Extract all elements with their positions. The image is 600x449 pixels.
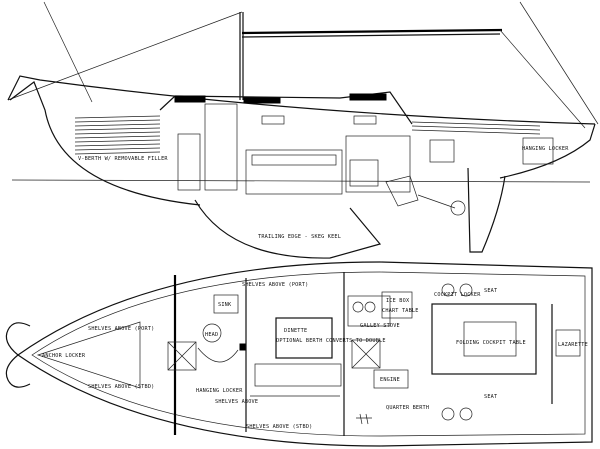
dinette-label: DINETTE	[284, 328, 307, 334]
profile-hanging-locker-box	[522, 137, 554, 165]
cabin-top	[159, 91, 413, 125]
profile-galley	[345, 135, 411, 193]
winch-port-1	[441, 283, 455, 297]
profile-keel-label: TRAILING EDGE - SKEG KEEL	[258, 234, 341, 240]
dinette-seat-stbd	[254, 363, 342, 387]
bow-stem	[9, 81, 201, 206]
galley-stove-label: GALLEY STOVE	[360, 323, 400, 329]
vberth-hatching	[74, 115, 161, 155]
ice-box	[381, 291, 413, 319]
forestay	[7, 11, 243, 101]
dinette-table	[275, 317, 333, 359]
profile-settee-back	[251, 154, 337, 166]
shelves-port-label: SHELVES ABOVE	[215, 399, 258, 405]
chart-table-label: CHART TABLE	[382, 308, 419, 314]
profile-vberth-label: V-BERTH W/ REMOVABLE FILLER	[78, 156, 168, 162]
head-fixture	[167, 341, 197, 371]
hull-outline	[16, 261, 593, 447]
head-sink-cabinet	[213, 294, 239, 314]
engine-label: ENGINE	[380, 377, 400, 383]
stove-burner-1	[352, 301, 364, 313]
companion-steps	[356, 413, 372, 425]
head-toilet	[202, 323, 222, 343]
plan-view: ANCHOR LOCKER SHELVES ABOVE (PORT) SHELV…	[5, 261, 593, 447]
quarter-berth-label: QUARTER BERTH	[386, 405, 429, 411]
lazarette-label: LAZARETTE	[558, 342, 588, 348]
winch-stbd-1	[441, 407, 455, 421]
boom-lower	[241, 33, 501, 38]
stern-line	[499, 123, 596, 179]
portlight	[261, 115, 285, 125]
seat-stbd-label: SEAT	[484, 394, 497, 400]
topping-lift	[519, 1, 599, 125]
head-label: HEAD	[205, 332, 218, 338]
deck-line	[31, 271, 586, 437]
winch-stbd-2	[459, 407, 473, 421]
profile-mast-bulkhead	[204, 103, 238, 191]
bow-pulpit-lower	[5, 354, 31, 388]
profile-view: V-BERTH W/ REMOVABLE FILLER HANGING LOCK…	[7, 1, 599, 259]
sheer-line	[7, 75, 596, 125]
engine-box	[373, 369, 409, 389]
profile-settee	[245, 149, 343, 195]
galley-counter	[347, 295, 391, 327]
stove-burner-2	[364, 301, 376, 313]
cockpit-locker-label: COCKPIT LOCKER	[434, 292, 481, 298]
prop-shaft	[417, 194, 456, 209]
dinette-note: OPTIONAL BERTH CONVERTS TO DOUBLE	[276, 338, 386, 344]
vberth	[36, 321, 141, 389]
backstay	[499, 29, 586, 129]
hanging-locker-label: HANGING LOCKER	[196, 388, 243, 394]
seat-port-label: SEAT	[484, 288, 497, 294]
shelves-main-stbd-label: SHELVES ABOVE (STBD)	[246, 424, 312, 430]
keel	[194, 199, 382, 259]
profile-cockpit-locker	[429, 139, 455, 163]
shelves-main-port-label: SHELVES ABOVE (PORT)	[242, 282, 308, 288]
cabin-window-aft	[349, 93, 387, 101]
profile-locker-fwd	[177, 133, 201, 191]
vberth-port-label: SHELVES ABOVE (PORT)	[88, 326, 154, 332]
cockpit-hatching	[411, 121, 541, 135]
cabin-window-mid	[243, 97, 281, 104]
ice-box-label: ICE BOX	[386, 298, 410, 304]
sink-label-fwd: SINK	[218, 302, 232, 308]
profile-stove	[349, 159, 379, 187]
winch-port-2	[459, 283, 473, 297]
waterline	[11, 179, 591, 183]
jib-stay	[43, 1, 93, 103]
lazarette-hatch	[555, 329, 581, 357]
profile-engine	[385, 175, 419, 207]
bow-pulpit	[5, 322, 31, 356]
rudder	[467, 167, 506, 253]
companionway-ladder	[351, 339, 381, 369]
propeller	[450, 200, 466, 216]
cockpit-table	[463, 321, 517, 357]
cabin-window-fwd	[174, 95, 206, 103]
head-door-swing	[197, 347, 239, 363]
cockpit-table-label: FOLDING COCKPIT TABLE	[456, 340, 526, 346]
boom	[241, 28, 503, 35]
mast-step	[239, 343, 247, 351]
portlight-aft	[353, 115, 377, 125]
cockpit-well	[431, 303, 537, 375]
profile-hanging-locker-label: HANGING LOCKER	[522, 146, 569, 152]
bow-locker-label: ANCHOR LOCKER	[42, 353, 86, 359]
vberth-stbd-label: SHELVES ABOVE (STBD)	[88, 384, 154, 390]
